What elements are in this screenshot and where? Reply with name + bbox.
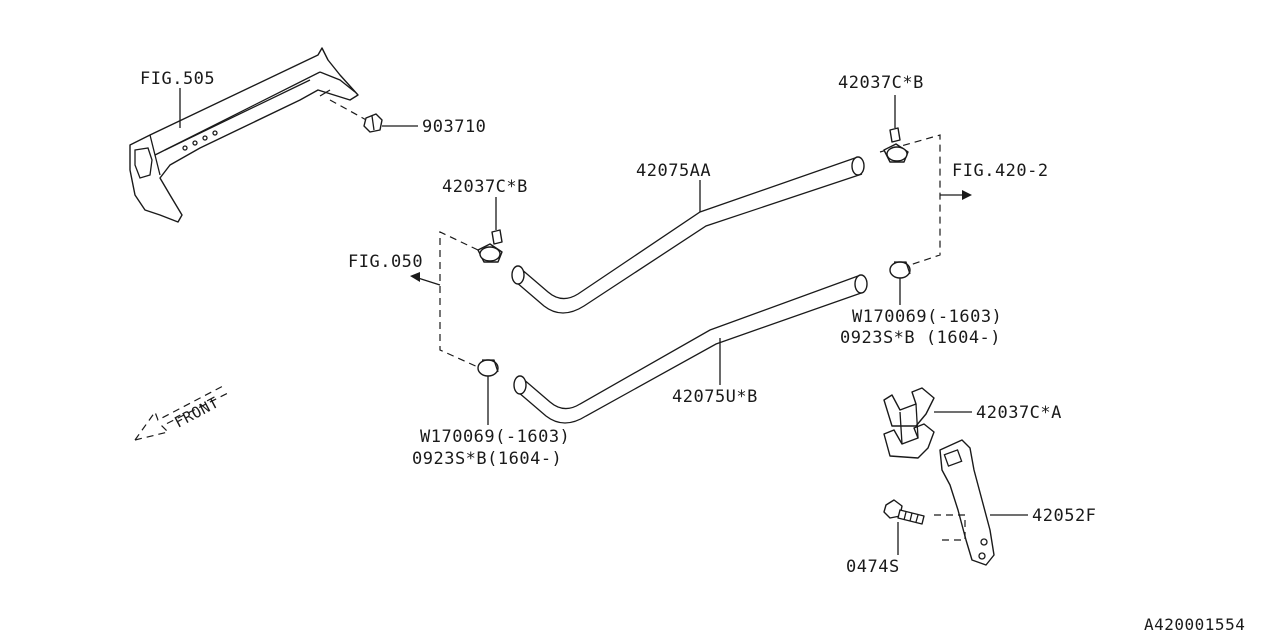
label-0474s: 0474S [846,557,900,577]
clip-903710 [329,99,383,133]
label-fig420-2: FIG.420-2 [952,161,1049,181]
clamp-w170069-left [477,359,499,377]
front-arrow-icon: FRONT [134,384,231,441]
label-fig050: FIG.050 [348,252,423,272]
label-42075ub: 42075U*B [672,387,758,407]
clip-42037cb-top [883,127,909,163]
frame-member-fig505 [129,47,359,223]
label-42037ca: 42037C*A [976,403,1062,423]
clamp-w170069-right [889,261,911,279]
arrowhead-fig050 [410,272,420,282]
hose-42075ub [513,274,868,424]
diagram-id: A420001554 [1144,615,1245,634]
bolt-0474s [883,499,925,525]
label-w170069-left: W170069(-1603) [420,427,570,447]
ref-bracket-left [439,231,481,369]
label-42037cb-top: 42037C*B [838,73,924,93]
bracket-42052f [934,439,995,566]
label-front: FRONT [171,393,222,431]
arrowhead-fig420 [962,190,972,200]
label-fig505: FIG.505 [140,69,215,89]
arrow-fig050 [417,277,441,286]
label-0923sb-left: 0923S*B(1604-) [412,449,562,469]
label-42075aa: 42075AA [636,161,711,181]
clip-42037cb-left [477,229,503,263]
label-42037cb-left: 42037C*B [442,177,528,197]
label-0923sb-right: 0923S*B (1604-) [840,328,1001,348]
label-w170069-right: W170069(-1603) [852,307,1002,327]
label-42052f: 42052F [1032,506,1096,526]
clip-42037ca [883,387,935,459]
label-903710: 903710 [422,117,486,137]
hose-42075aa [511,156,865,314]
